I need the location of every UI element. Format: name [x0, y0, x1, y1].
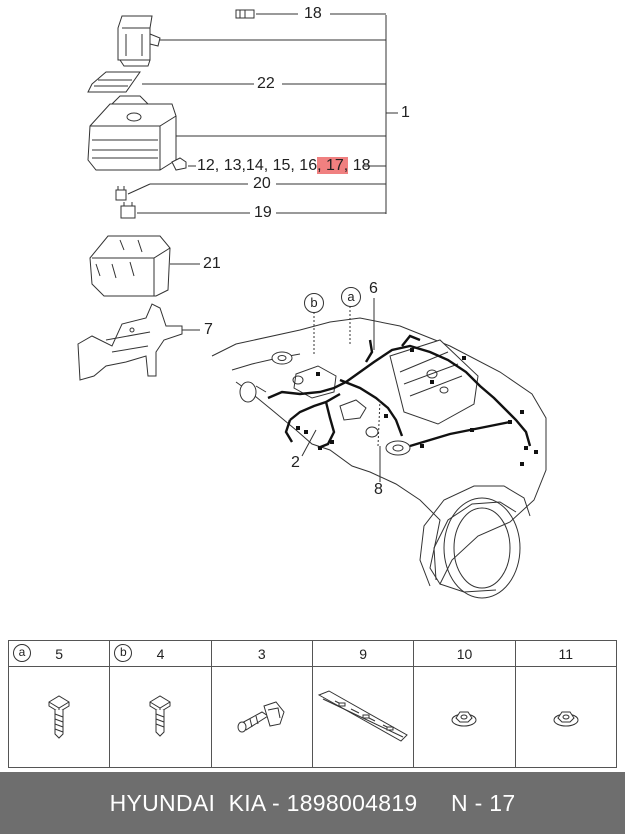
- header-cell-3: 3: [210, 640, 313, 667]
- flange-nut-icon: [553, 711, 579, 727]
- part-number: 9: [359, 645, 368, 662]
- label-sheet-part: [87, 71, 141, 93]
- image-cell-4: [109, 666, 212, 768]
- exploded-parts-diagram: [77, 9, 547, 599]
- mounting-bracket-part: [77, 303, 183, 381]
- fuse-part: [235, 9, 255, 19]
- sequence-18: 18: [348, 157, 371, 174]
- callout-18: 18: [304, 5, 322, 22]
- callout-12-18-sequence: 12, 13,14, 15, 16, 17, 18: [197, 157, 371, 174]
- bolt-icon: [48, 695, 70, 739]
- part-number: 4: [156, 645, 165, 662]
- callout-20: 20: [253, 175, 271, 192]
- marker-b: b: [304, 293, 324, 313]
- header-cell-4: b 4: [109, 640, 212, 667]
- part-number: 11: [558, 645, 574, 662]
- marker-b-table: b: [114, 644, 133, 662]
- callout-6: 6: [369, 280, 378, 297]
- lower-tray-part: [89, 235, 171, 297]
- header-cell-5: a 5: [7, 640, 111, 667]
- parts-table: a 5 b 4 3 9 10 11: [7, 640, 618, 768]
- callout-19: 19: [254, 204, 272, 221]
- callout-22: 22: [257, 75, 275, 92]
- protector-strip-icon: [317, 690, 408, 742]
- wiring-harness: [267, 334, 532, 450]
- marker-a: a: [341, 287, 361, 307]
- highlighted-17: , 17,: [317, 157, 349, 174]
- image-cell-9: [311, 666, 415, 768]
- callout-8: 8: [374, 481, 383, 498]
- grommet-clip-icon: [237, 701, 285, 733]
- relay-part: [120, 202, 136, 219]
- flange-nut-icon: [451, 711, 477, 727]
- table-image-row: [7, 666, 618, 768]
- mini-fuse-part: [171, 157, 187, 171]
- relay-small-part: [115, 186, 127, 201]
- bolt-icon: [149, 695, 171, 737]
- junction-box-part: [87, 95, 177, 171]
- relay-cover-part: [117, 15, 161, 67]
- callout-2: 2: [291, 454, 300, 471]
- header-cell-10: 10: [413, 640, 516, 667]
- callout-21: 21: [203, 255, 221, 272]
- footer-brand-part-number: HYUNDAI KIA - 1898004819: [109, 790, 418, 816]
- part-number: 10: [456, 645, 473, 662]
- marker-a-table: a: [13, 644, 31, 662]
- header-cell-11: 11: [514, 640, 618, 667]
- footer-bar: HYUNDAI KIA - 1898004819 N - 17: [0, 772, 625, 834]
- header-cell-9: 9: [311, 640, 415, 667]
- callout-1: 1: [401, 104, 410, 121]
- image-cell-11: [514, 666, 618, 768]
- table-header-row: a 5 b 4 3 9 10 11: [7, 640, 618, 667]
- image-cell-3: [210, 666, 313, 768]
- sequence-12-16: 12, 13,14, 15, 16: [197, 157, 318, 174]
- part-number: 5: [55, 645, 64, 662]
- part-number: 3: [257, 645, 266, 662]
- callout-7: 7: [204, 321, 213, 338]
- image-cell-5: [7, 666, 111, 768]
- image-cell-10: [413, 666, 516, 768]
- footer-page-ref: N - 17: [450, 790, 516, 816]
